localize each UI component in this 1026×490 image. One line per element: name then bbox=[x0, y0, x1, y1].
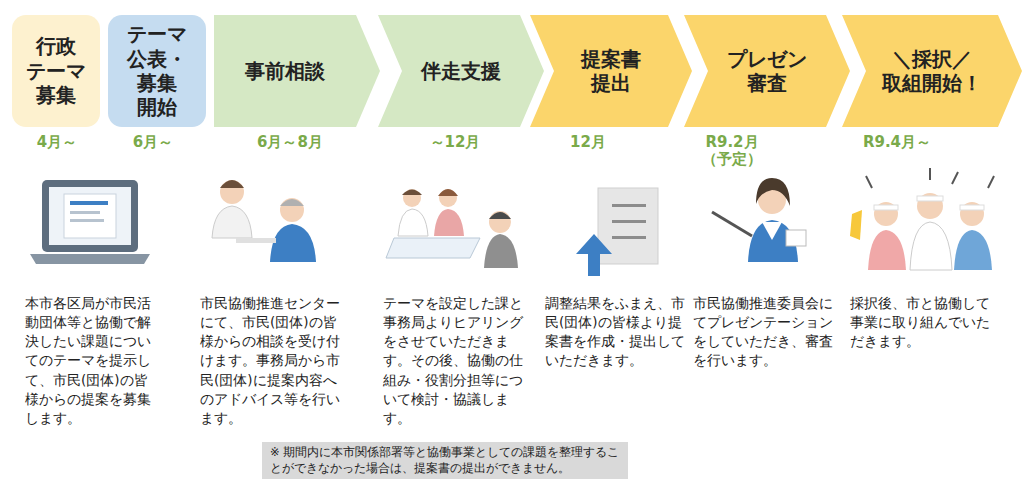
step-chevron: 提案書 提出 bbox=[530, 15, 692, 127]
step-title: 事前相談 bbox=[245, 59, 325, 83]
cheering-illustration bbox=[850, 168, 994, 270]
date-label: 6月～ bbox=[118, 134, 188, 151]
step-chevron: プレゼン 審査 bbox=[684, 15, 850, 127]
step-fill bbox=[378, 15, 544, 127]
step-fill bbox=[12, 15, 100, 127]
step-title: プレゼン 審査 bbox=[722, 47, 812, 96]
meeting-illustration bbox=[386, 189, 518, 268]
consultation-illustration bbox=[212, 180, 316, 262]
step-box: テーマ 公表・ 募集 開始 bbox=[108, 15, 206, 127]
description-text: 市民協働推進センターにて、市民(団体)の皆様からの相談を受け付けます。事務局から… bbox=[200, 294, 340, 428]
description-text: 採択後、市と協働して事業に取り組んでいただきます。 bbox=[850, 294, 1000, 351]
description-text: 市民協働推進委員会にてプレゼンテーションをしていただき、審査を行います。 bbox=[693, 294, 845, 371]
step-fill bbox=[108, 15, 206, 127]
date-label: ～12月 bbox=[410, 134, 500, 151]
note-text: ※ 期間内に本市関係部署等と協働事業としての課題を整理することができなかった場合… bbox=[262, 442, 628, 479]
step-fill bbox=[842, 15, 1022, 127]
step-fill bbox=[530, 15, 692, 127]
step-title: 行政 テーマ 募集 bbox=[21, 34, 91, 107]
step-chevron: ＼採択／ 取組開始！ bbox=[842, 15, 1022, 127]
step-fill bbox=[684, 15, 850, 127]
date-label: 4月～ bbox=[22, 134, 92, 151]
step-title: ＼採択／ 取組開始！ bbox=[876, 47, 988, 96]
submit-illustration bbox=[576, 188, 658, 276]
presenter-illustration bbox=[712, 178, 806, 262]
description-text: 本市各区局が市民活動団体等と協働で解決したい課題についてのテーマを提示して、市民… bbox=[25, 294, 151, 428]
date-label: 12月 bbox=[548, 134, 628, 151]
description-text: 調整結果をふまえ、市民(団体)の皆様より提案書を作成・提出していただきます。 bbox=[545, 294, 687, 371]
description-text: テーマを設定した課と事務局よりヒアリングをさせていただきます。その後、協働の仕組… bbox=[383, 294, 533, 428]
step-fill bbox=[214, 15, 380, 127]
date-label: R9.4月～ bbox=[852, 134, 942, 151]
step-chevron: 事前相談 bbox=[214, 15, 380, 127]
date-label: R9.2月 （予定） bbox=[692, 134, 772, 169]
step-title: テーマ 公表・ 募集 開始 bbox=[122, 22, 192, 120]
step-title: 提案書 提出 bbox=[576, 47, 646, 96]
step-chevron: 伴走支援 bbox=[378, 15, 544, 127]
laptop-icon bbox=[30, 180, 150, 264]
date-label: 6月～8月 bbox=[235, 134, 345, 151]
step-box: 行政 テーマ 募集 bbox=[12, 15, 100, 127]
step-title: 伴走支援 bbox=[421, 59, 501, 83]
